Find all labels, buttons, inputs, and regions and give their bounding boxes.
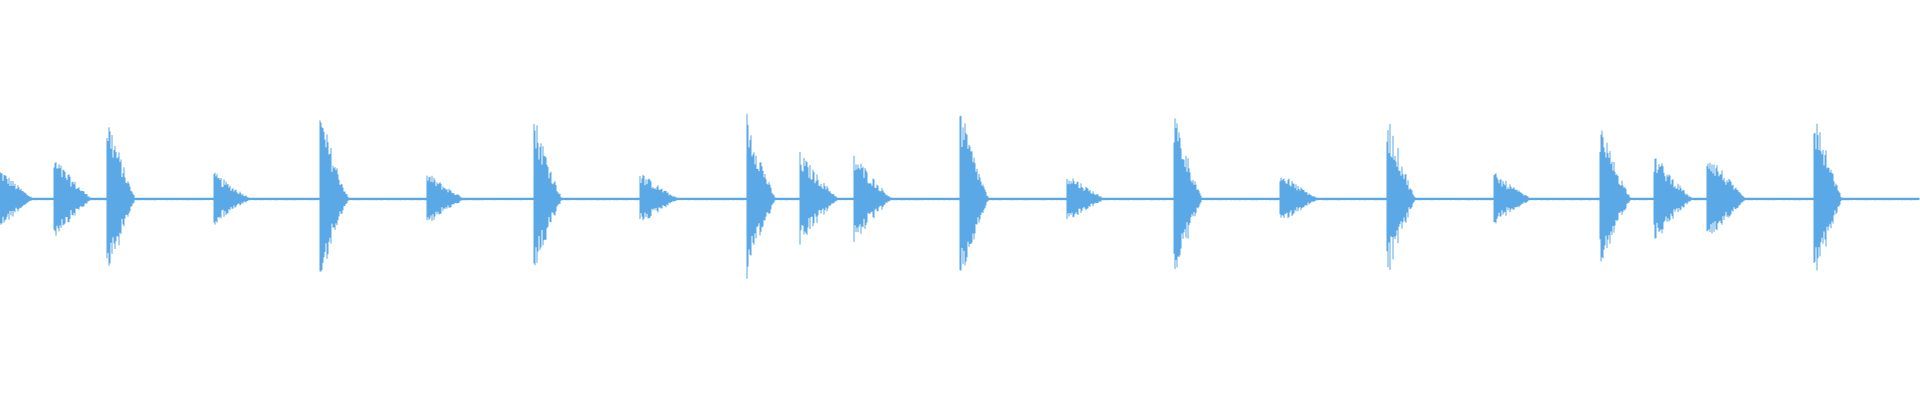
waveform-signal xyxy=(0,114,1920,279)
